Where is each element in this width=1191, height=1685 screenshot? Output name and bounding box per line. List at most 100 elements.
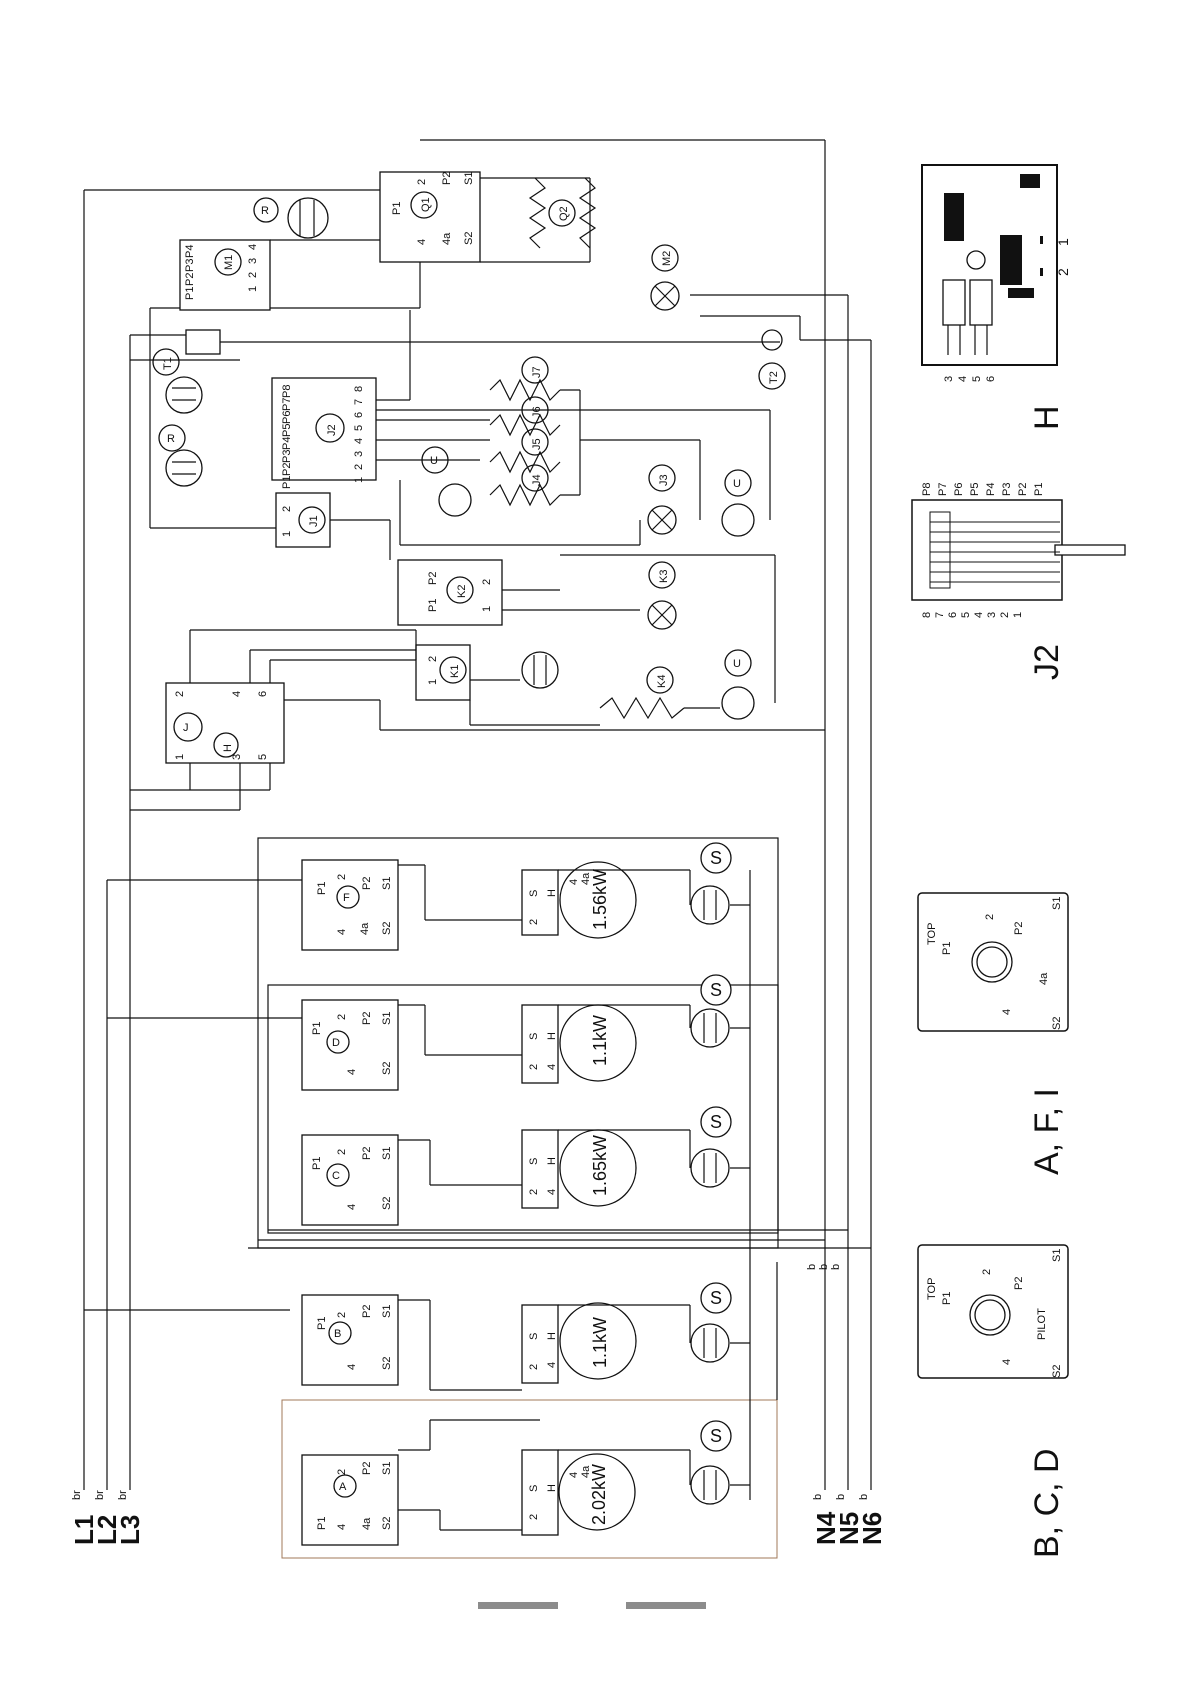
label-l2: L2 bbox=[92, 1515, 122, 1545]
detail-j2-term: 6 bbox=[947, 612, 959, 618]
detail-j2-term: 8 bbox=[921, 612, 933, 618]
switch-a-term: S1 bbox=[381, 1462, 393, 1475]
switch-f-term: P1 bbox=[316, 882, 328, 895]
detail-j2-term: 4 bbox=[973, 612, 985, 618]
hob-zone-outlines bbox=[257, 837, 779, 1559]
svg-text:4: 4 bbox=[416, 239, 428, 245]
hotplate-b: 1.1kW 2 S H 4 bbox=[521, 1302, 637, 1384]
wire-code-b: b bbox=[830, 1264, 842, 1270]
hotplate-c: 1.65kW 2 S H 4 bbox=[521, 1129, 637, 1209]
svg-text:4: 4 bbox=[353, 438, 365, 444]
switch-f: F P1 2 P2 S1 4 4a S2 bbox=[301, 859, 399, 951]
hotplate-f-power: 1.56kW bbox=[590, 869, 610, 930]
detail-j2-term: P5 bbox=[969, 483, 981, 496]
detail-bcd-term: P1 bbox=[941, 1292, 953, 1305]
svg-text:M1: M1 bbox=[223, 255, 235, 270]
neutral-labels: N4 N5 N6 b b b b b b bbox=[806, 1264, 887, 1545]
hotplate-f-term: S bbox=[528, 890, 540, 897]
detail-h-pin: 6 bbox=[985, 376, 997, 382]
indicator-lamp: S bbox=[690, 1282, 732, 1363]
svg-text:J7: J7 bbox=[531, 366, 543, 378]
detail-j2-term: P2 bbox=[1017, 483, 1029, 496]
switch-b-term: S2 bbox=[381, 1357, 393, 1370]
svg-text:6: 6 bbox=[257, 691, 269, 697]
hotplate-b-power: 1.1kW bbox=[590, 1317, 610, 1368]
svg-text:2: 2 bbox=[174, 691, 186, 697]
detail-j2-term: 3 bbox=[986, 612, 998, 618]
svg-text:P1: P1 bbox=[391, 202, 403, 215]
detail-h-pin: 4 bbox=[957, 376, 969, 382]
svg-text:Q2: Q2 bbox=[558, 206, 570, 221]
switch-a: A P1 2 P2 S1 4 4a S2 bbox=[301, 1454, 399, 1546]
hotplate-d: 1.1kW 2 S H 4 bbox=[521, 1004, 637, 1084]
svg-text:P1: P1 bbox=[281, 476, 293, 489]
indicator-lamp: S bbox=[690, 974, 732, 1048]
detail-j2: 8 7 6 5 4 3 2 1 P8 P7 P6 P5 P4 P3 P2 P1 … bbox=[911, 483, 1126, 680]
component-k4: K4 bbox=[521, 651, 685, 720]
detail-afi-term: TOP bbox=[926, 923, 938, 945]
detail-bcd-term: S1 bbox=[1051, 1249, 1063, 1262]
svg-text:Q1: Q1 bbox=[420, 197, 432, 212]
wire-code-b: b bbox=[812, 1494, 824, 1500]
svg-text:K4: K4 bbox=[656, 675, 668, 688]
svg-text:3: 3 bbox=[353, 451, 365, 457]
hotplate-d-term: 4 bbox=[546, 1064, 558, 1070]
detail-afi: TOP P1 2 P2 S1 4a 4 S2 A, F, I bbox=[917, 892, 1069, 1175]
detail-bcd-label: B, C, D bbox=[1028, 1448, 1066, 1558]
detail-j2-term: P7 bbox=[937, 483, 949, 496]
hob-wiring bbox=[398, 864, 751, 1531]
hotplate-c-power: 1.65kW bbox=[590, 1135, 610, 1196]
component-k2: K2 P2 P1 2 1 bbox=[397, 559, 503, 626]
switch-f-term: 2 bbox=[336, 874, 348, 880]
hotplate-a-power: 2.02kW bbox=[589, 1464, 609, 1525]
detail-j2-term: P4 bbox=[985, 483, 997, 496]
supply-labels: L1 L2 L3 br br br bbox=[69, 1490, 145, 1545]
hotplate-a-term: H bbox=[546, 1484, 558, 1492]
svg-text:2: 2 bbox=[247, 272, 259, 278]
switch-d: D P1 2 P2 S1 4 S2 bbox=[301, 999, 399, 1091]
switch-f-term: S2 bbox=[381, 922, 393, 935]
oven-wiring bbox=[130, 177, 825, 811]
hotplate-b-term: 4 bbox=[546, 1362, 558, 1368]
svg-text:5: 5 bbox=[257, 754, 269, 760]
detail-j2-term: P1 bbox=[1033, 483, 1045, 496]
svg-text:1: 1 bbox=[174, 754, 186, 760]
label-l3: L3 bbox=[115, 1515, 145, 1545]
switch-d-term: 4 bbox=[346, 1069, 358, 1075]
detail-j2-term: 7 bbox=[934, 612, 946, 618]
svg-text:P6: P6 bbox=[281, 411, 293, 424]
component-r-top: R bbox=[253, 197, 329, 239]
svg-text:S2: S2 bbox=[463, 232, 475, 245]
footer-bars bbox=[478, 1602, 706, 1609]
svg-text:M2: M2 bbox=[661, 251, 673, 266]
switch-d-term: S2 bbox=[381, 1062, 393, 1075]
svg-text:S: S bbox=[710, 848, 722, 868]
detail-afi-term: 4a bbox=[1038, 972, 1050, 985]
svg-text:2: 2 bbox=[481, 579, 493, 585]
switch-f-term: S1 bbox=[381, 877, 393, 890]
switch-b-term: S1 bbox=[381, 1305, 393, 1318]
svg-text:U: U bbox=[733, 478, 741, 490]
svg-text:J6: J6 bbox=[531, 406, 543, 418]
wire-code-b: b bbox=[858, 1494, 870, 1500]
switch-a-term: 2 bbox=[336, 1469, 348, 1475]
hotplate-f: 1.56kW 2 S H 4 4a bbox=[521, 861, 637, 939]
svg-text:S: S bbox=[710, 1112, 722, 1132]
indicator-lamp: S bbox=[690, 1106, 732, 1188]
components-j3-j7: J7 J6 J5 J4 J3 bbox=[489, 356, 677, 535]
svg-text:P2: P2 bbox=[441, 172, 453, 185]
switch-f-term: P2 bbox=[361, 877, 373, 890]
svg-text:6: 6 bbox=[353, 412, 365, 418]
svg-text:P8: P8 bbox=[281, 385, 293, 398]
svg-text:P2: P2 bbox=[281, 463, 293, 476]
detail-h-label: H bbox=[1028, 405, 1066, 430]
svg-text:U: U bbox=[733, 658, 741, 670]
label-n4: N4 bbox=[811, 1511, 841, 1545]
switch-a-term: P1 bbox=[316, 1517, 328, 1530]
svg-text:P2: P2 bbox=[184, 273, 196, 286]
detail-j2-term: P8 bbox=[921, 483, 933, 496]
svg-text:H: H bbox=[222, 744, 234, 752]
hotplate-d-term: 2 bbox=[528, 1064, 540, 1070]
svg-text:P5: P5 bbox=[281, 424, 293, 437]
